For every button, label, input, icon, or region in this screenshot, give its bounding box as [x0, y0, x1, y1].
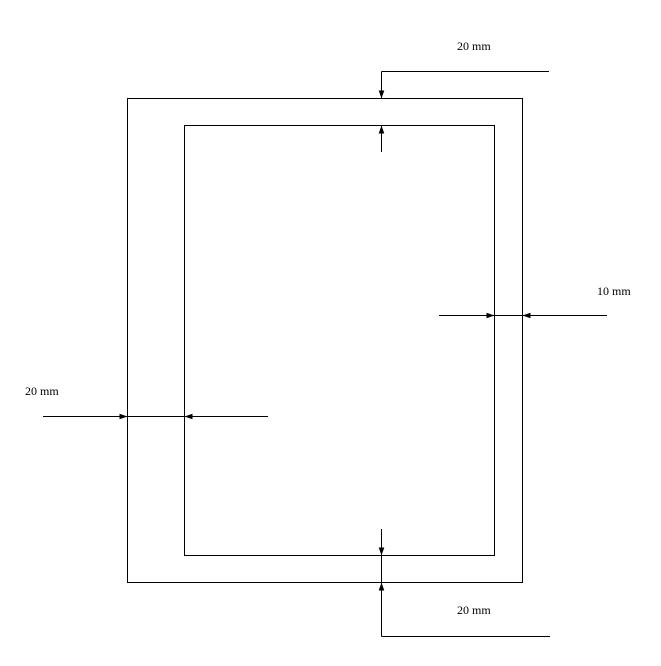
top-margin-dimension: 20 mm — [378, 39, 549, 152]
left-margin-label: 20 mm — [25, 384, 59, 398]
left-margin-dimension: 20 mm — [25, 384, 268, 420]
top-margin-label: 20 mm — [457, 39, 491, 53]
content-inner-border — [184, 125, 495, 556]
right-margin-dimension: 10 mm — [439, 284, 631, 319]
bottom-margin-dimension: 20 mm — [378, 529, 550, 637]
page-outer-border — [127, 98, 523, 583]
bottom-margin-label: 20 mm — [457, 603, 491, 617]
right-margin-label: 10 mm — [597, 284, 631, 298]
